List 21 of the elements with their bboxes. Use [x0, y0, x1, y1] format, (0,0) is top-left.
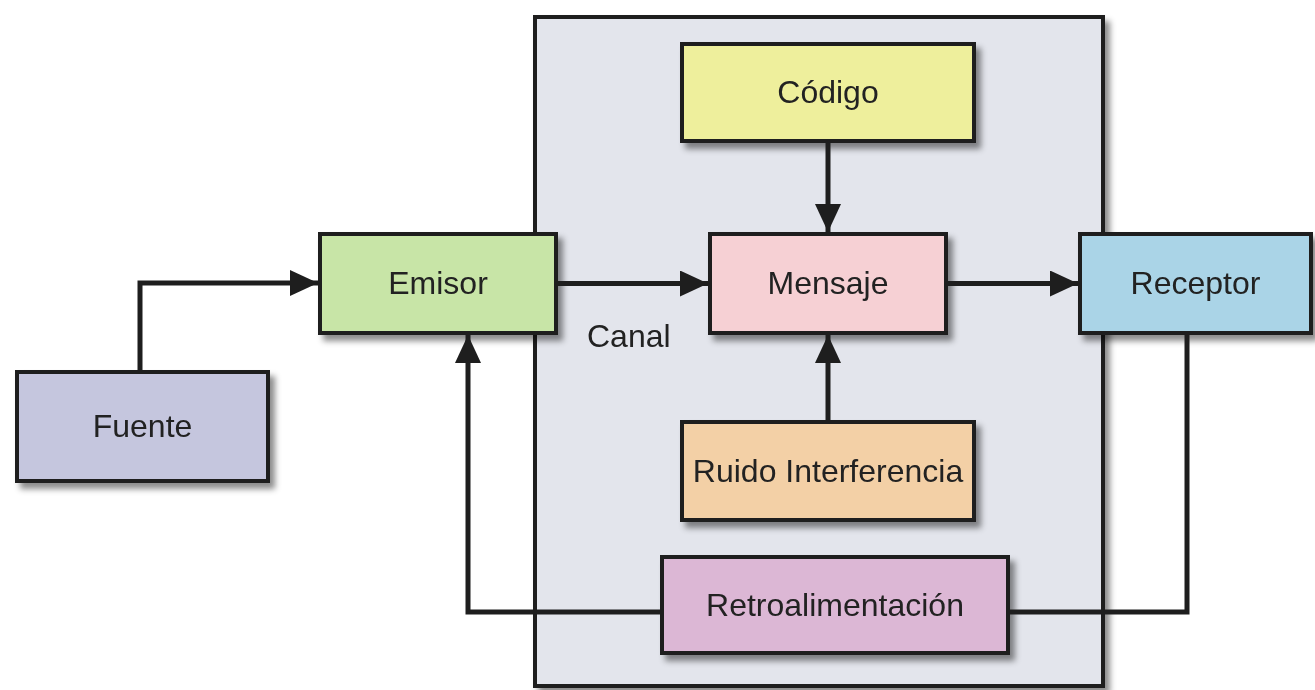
process-box	[15, 370, 270, 483]
node-label: Retroalimentación	[705, 585, 965, 625]
panel-background	[533, 15, 1105, 688]
arrow	[948, 270, 1078, 297]
process-box	[680, 420, 976, 522]
process-box	[1078, 232, 1313, 335]
node-label: Código	[776, 73, 880, 112]
process-box	[660, 555, 1010, 655]
process-box	[708, 232, 948, 335]
node-label: Receptor	[1129, 264, 1262, 303]
arrow	[455, 335, 660, 615]
arrow	[558, 270, 708, 297]
node-label: Emisor	[387, 264, 489, 303]
node-label: Ruido Interferencia	[691, 451, 965, 491]
node-label: Fuente	[91, 407, 194, 446]
process-box	[680, 42, 976, 143]
arrow	[137, 270, 318, 370]
process-box	[318, 232, 558, 335]
arrow	[815, 335, 841, 420]
node-label: Mensaje	[766, 264, 890, 303]
arrow	[815, 143, 841, 232]
